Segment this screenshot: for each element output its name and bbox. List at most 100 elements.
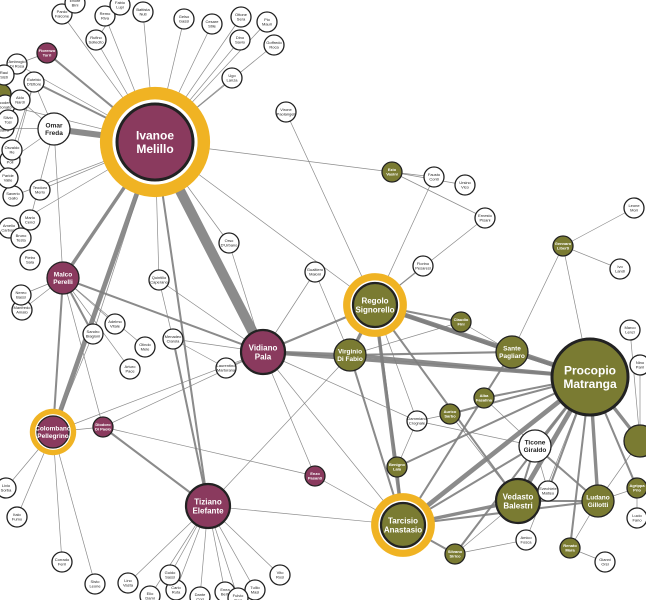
node-circle[interactable] bbox=[184, 482, 232, 530]
node-circle[interactable] bbox=[19, 249, 41, 271]
node-circle[interactable] bbox=[0, 477, 17, 499]
node-circle[interactable] bbox=[64, 0, 86, 14]
node-circle[interactable] bbox=[230, 6, 252, 28]
edge-vidiano-malco[interactable] bbox=[61, 276, 265, 354]
node-circle[interactable] bbox=[51, 551, 73, 573]
node-circle[interactable] bbox=[552, 235, 574, 257]
node-circle[interactable] bbox=[439, 403, 461, 425]
edge-enzo-diodoro[interactable] bbox=[102, 426, 316, 477]
node-circle[interactable] bbox=[189, 586, 211, 600]
node-circle[interactable] bbox=[148, 269, 170, 291]
edge-procopio-virginio[interactable] bbox=[348, 353, 592, 379]
node-circle[interactable] bbox=[162, 328, 184, 350]
node-circle[interactable] bbox=[450, 311, 472, 333]
node-circle[interactable] bbox=[119, 358, 141, 380]
node-circle[interactable] bbox=[134, 336, 156, 358]
edge-malco-diodoro[interactable] bbox=[62, 277, 104, 428]
edge-tiziano-virginio[interactable] bbox=[207, 354, 351, 507]
node-circle[interactable] bbox=[629, 354, 646, 376]
node-circle[interactable] bbox=[550, 337, 630, 417]
node-circle[interactable] bbox=[85, 29, 107, 51]
node-circle[interactable] bbox=[474, 207, 496, 229]
edge-silvano-amico[interactable] bbox=[454, 539, 527, 555]
node-circle[interactable] bbox=[115, 102, 195, 182]
node-circle[interactable] bbox=[239, 328, 287, 376]
node-circle[interactable] bbox=[132, 1, 154, 23]
edge-regolo-vedasto[interactable] bbox=[373, 303, 520, 503]
node-circle[interactable] bbox=[537, 480, 559, 502]
node-circle[interactable] bbox=[423, 166, 445, 188]
node-circle[interactable] bbox=[10, 284, 32, 306]
node-circle[interactable] bbox=[218, 232, 240, 254]
node-circle[interactable] bbox=[0, 167, 19, 189]
node-circle[interactable] bbox=[304, 465, 326, 487]
node-circle[interactable] bbox=[626, 477, 646, 499]
node-circle[interactable] bbox=[215, 357, 237, 379]
node-circle[interactable] bbox=[623, 424, 646, 458]
node-circle[interactable] bbox=[495, 335, 529, 369]
node-circle[interactable] bbox=[351, 281, 399, 329]
edge-ivanoe-tiziano[interactable] bbox=[153, 140, 210, 508]
edge-tiziano-menadeo[interactable] bbox=[171, 337, 210, 508]
node-circle[interactable] bbox=[159, 564, 181, 586]
node-circle[interactable] bbox=[9, 89, 31, 111]
node-circle[interactable] bbox=[23, 71, 45, 93]
node-circle[interactable] bbox=[6, 506, 28, 528]
node-circle[interactable] bbox=[256, 11, 278, 33]
node-circle[interactable] bbox=[173, 8, 195, 30]
node-circle[interactable] bbox=[381, 161, 403, 183]
edge-dammiano-ticone[interactable] bbox=[416, 420, 536, 447]
node-circle[interactable] bbox=[473, 387, 495, 409]
edge-virginio-claudio[interactable] bbox=[349, 321, 462, 356]
node-circle[interactable] bbox=[139, 585, 161, 600]
node-circle[interactable] bbox=[36, 415, 70, 449]
node-circle[interactable] bbox=[594, 551, 616, 573]
node-circle[interactable] bbox=[94, 5, 116, 27]
edge-vidiano-dammiano[interactable] bbox=[262, 351, 418, 422]
edge-eutebio-osvaldo[interactable] bbox=[11, 81, 35, 151]
edge-gennaro-leone[interactable] bbox=[562, 207, 635, 247]
edge-malco-olindo[interactable] bbox=[62, 277, 146, 348]
node-circle[interactable] bbox=[29, 179, 51, 201]
node-circle[interactable] bbox=[581, 484, 615, 518]
edge-malco-colombano[interactable] bbox=[51, 276, 65, 434]
